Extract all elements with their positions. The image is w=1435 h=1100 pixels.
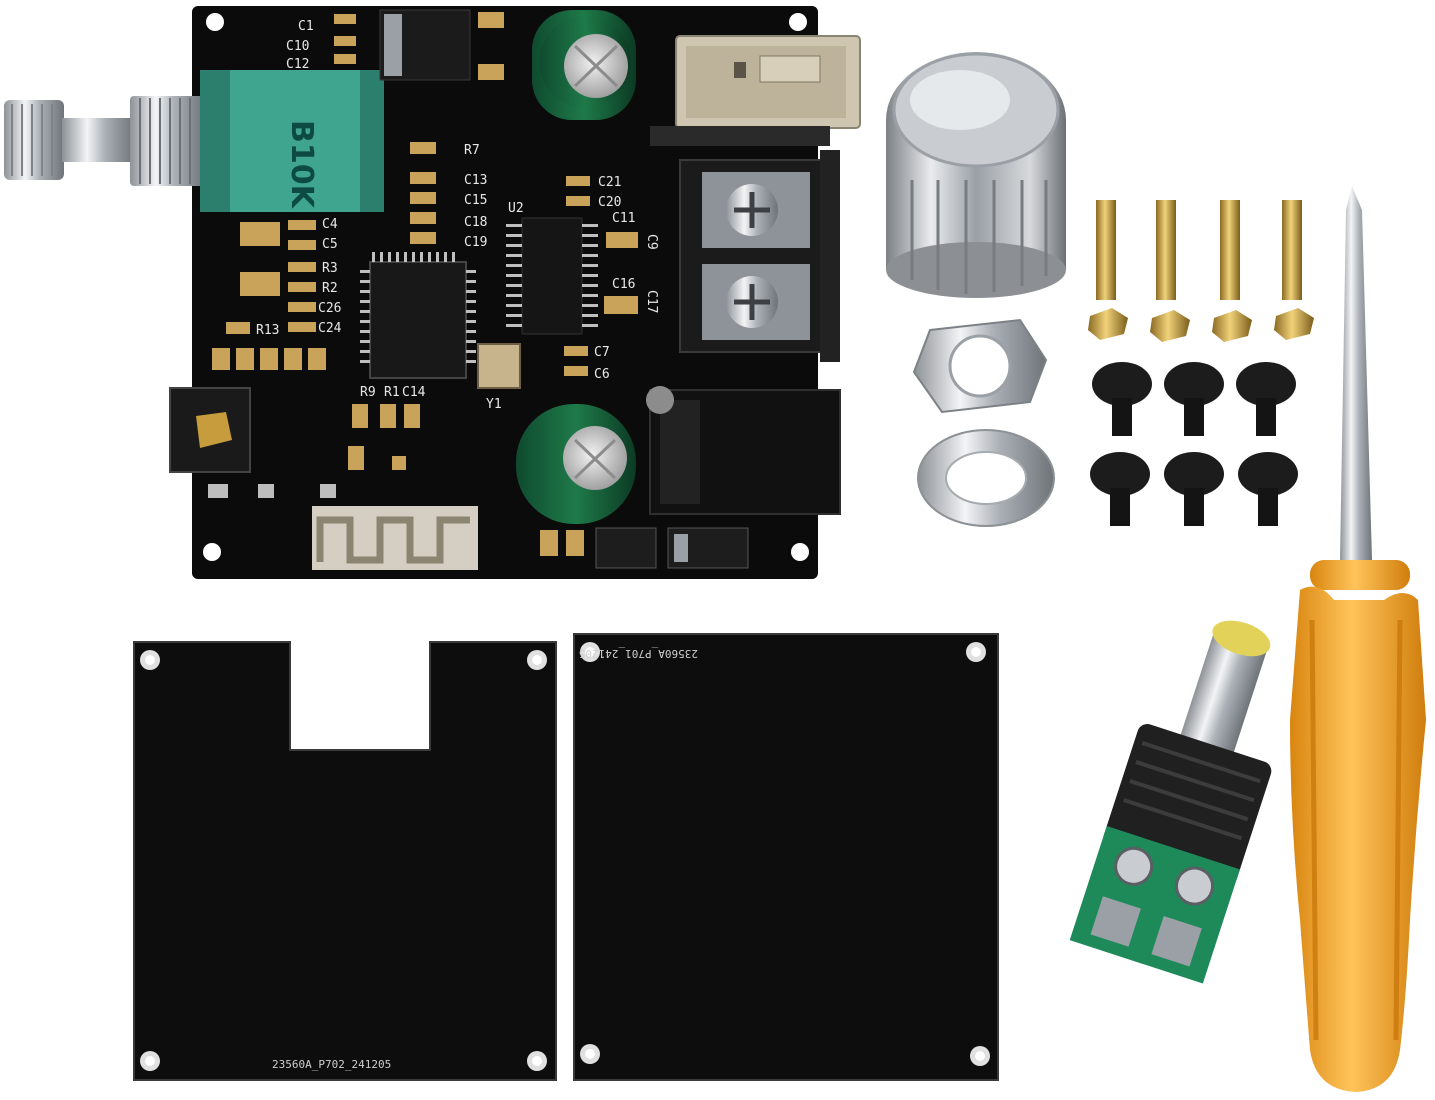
speaker-terminal-block [679,150,840,362]
mounting-hole [203,543,221,561]
electrolytic-capacitor [532,10,636,120]
label-c17: C17 [644,290,659,313]
label-u2: U2 [508,201,524,216]
label-c1: C1 [298,19,314,34]
dc-power-jack [646,386,841,515]
usb-port [650,35,861,146]
screw [1164,452,1224,526]
label-c16: C16 [612,277,635,292]
label-y1: Y1 [486,397,502,412]
pot-knurled-shaft [4,100,64,180]
label-c18: C18 [464,215,487,230]
mounting-hole [791,543,809,561]
label-c5: C5 [322,237,338,252]
label-r3: R3 [322,261,338,276]
cover-plate-left: 23560A_P702_241205 [133,641,557,1081]
screw [1092,362,1152,436]
dc-plug-barrel [1179,622,1269,760]
label-c12: C12 [286,57,309,72]
label-c24: C24 [318,321,342,336]
screw [1090,452,1150,526]
label-c4: C4 [322,217,338,232]
bluetooth-antenna [312,506,478,570]
mounting-hole [789,13,807,31]
adapter-screw-terminal [1069,826,1240,984]
screw [1236,362,1296,436]
crystal-oscillator [477,343,521,389]
cover-left-code: 23560A_P702_241205 [272,1058,391,1071]
label-r1: R1 [384,385,400,400]
label-r2: R2 [322,281,338,296]
volume-potentiometer: B10K [4,70,384,212]
hex-nut [912,318,1048,414]
label-c19: C19 [464,235,487,250]
screw [1238,452,1298,526]
label-c21: C21 [598,175,621,190]
label-c14: C14 [402,385,426,400]
electrolytic-capacitor [516,404,636,524]
label-c6: C6 [594,367,610,382]
label-c9: C9 [644,234,659,250]
label-c15: C15 [464,193,487,208]
pot-body [200,70,384,212]
label-c7: C7 [594,345,610,360]
mounting-hole [206,13,224,31]
label-r7: R7 [464,143,480,158]
audio-jack [169,387,336,498]
label-r9: R9 [360,385,376,400]
label-r13: R13 [256,323,279,338]
flat-washer [917,429,1055,527]
cover-right-code: 23560A_P701_241205 [579,647,698,660]
cover-plate-right: 23560A_P701_241205 [573,633,999,1081]
label-c11: C11 [612,211,635,226]
label-c10: C10 [286,39,309,54]
screw [1164,362,1224,436]
pot-shaft [62,118,134,162]
brass-standoff [1096,200,1116,300]
brass-standoff [1220,200,1240,300]
amplifier-ic [506,217,598,335]
label-c13: C13 [464,173,487,188]
dc-terminal-adapter [1069,620,1272,984]
black-screws [1090,362,1298,526]
pot-threaded-bushing [130,96,204,186]
bluetooth-chip [360,252,476,379]
pot-rating-label: B10K [284,120,319,210]
amplifier-board: B10K C1 C10 C12 R7 [4,6,861,579]
volume-knob [886,52,1066,298]
label-c26: C26 [318,301,341,316]
brass-standoff [1156,200,1176,300]
brass-standoffs [1088,200,1314,342]
label-c20: C20 [598,195,621,210]
brass-standoff [1282,200,1302,300]
screwdriver [1290,186,1426,1092]
